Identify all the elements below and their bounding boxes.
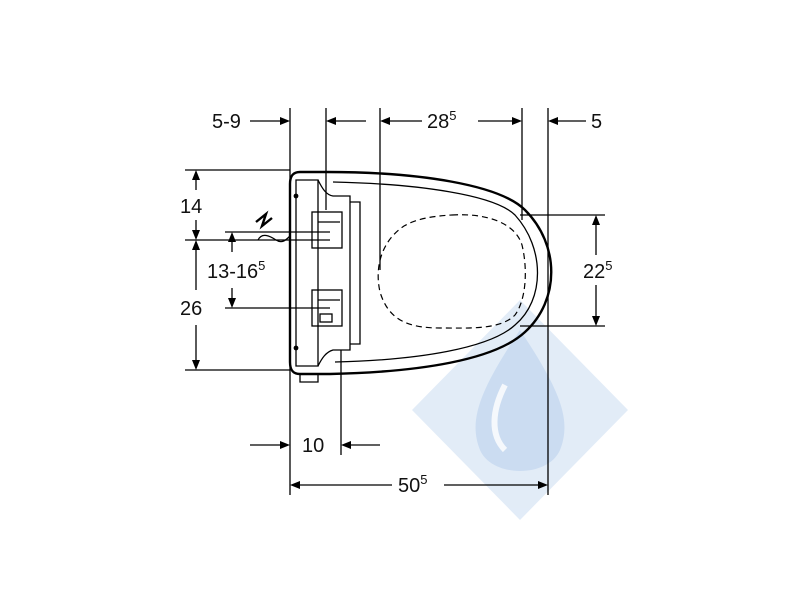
dim-50-5: 505 [398, 472, 427, 497]
dim-10: 10 [302, 435, 324, 457]
top-dimension-arrows [250, 117, 586, 125]
right-dimension-arrows [592, 215, 600, 326]
toilet-seat-outline [288, 170, 553, 383]
bowl-outline-dashed [377, 214, 526, 329]
left-dimension-arrows [192, 170, 236, 370]
dim-14: 14 [180, 196, 202, 218]
dim-13-16-5: 13-165 [207, 258, 265, 283]
extension-lines [185, 108, 605, 495]
water-drop-watermark-icon [412, 300, 628, 520]
dim-22-5: 225 [583, 258, 612, 283]
dim-5: 5 [591, 111, 602, 133]
dim-28-5: 285 [427, 108, 456, 133]
electrical-connection-icon [255, 210, 291, 243]
dim-26: 26 [180, 298, 202, 320]
bottom-dimension-arrows [250, 441, 548, 489]
dim-5-9: 5-9 [212, 111, 241, 133]
